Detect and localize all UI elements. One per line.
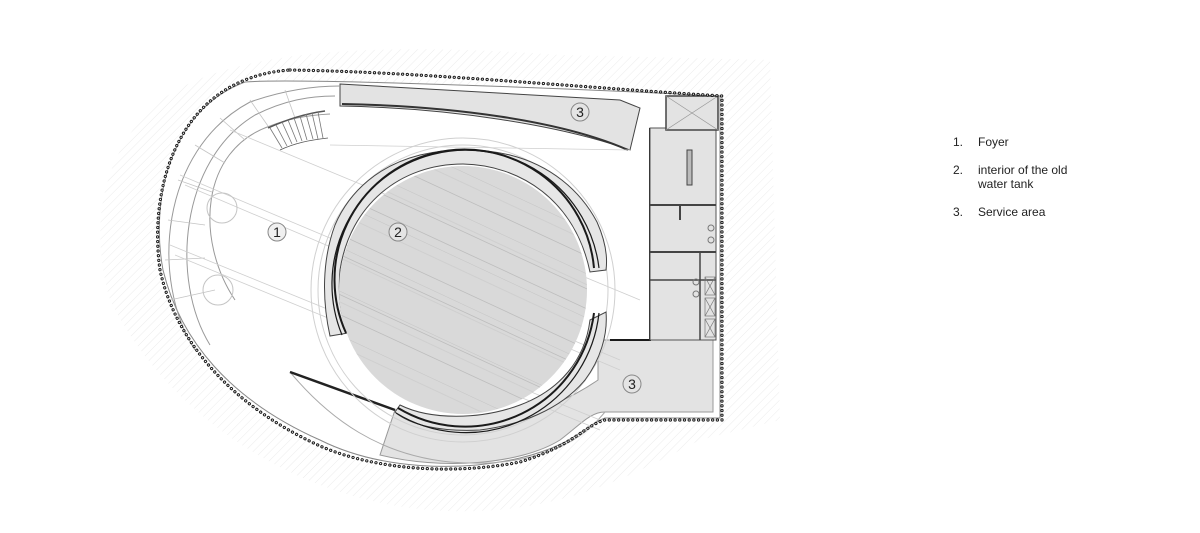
service-core [649, 95, 719, 341]
legend-number: 1. [953, 135, 964, 149]
stair [267, 110, 329, 151]
legend-item-water-tank: 2. interior of the old water tank [953, 163, 1078, 191]
legend-number: 2. [953, 163, 964, 177]
room-tag-3-bottom: 3 [622, 374, 642, 394]
svg-text:2: 2 [394, 224, 402, 240]
legend-text: Foyer [978, 135, 1009, 149]
legend-text: Service area [978, 205, 1046, 219]
tank-old-wall [324, 149, 608, 337]
svg-text:3: 3 [576, 104, 584, 120]
legend-item-foyer: 1. Foyer [953, 135, 1078, 149]
legend: 1. Foyer 2. interior of the old water ta… [953, 135, 1078, 233]
legend-number: 3. [953, 205, 964, 219]
room-tag-1: 1 [267, 222, 287, 242]
svg-text:3: 3 [628, 376, 636, 392]
legend-text: interior of the old water tank [978, 163, 1068, 191]
legend-item-service-area: 3. Service area [953, 205, 1078, 219]
svg-text:1: 1 [273, 224, 281, 240]
room-tag-2: 2 [388, 222, 408, 242]
room-tag-3-top: 3 [570, 102, 590, 122]
